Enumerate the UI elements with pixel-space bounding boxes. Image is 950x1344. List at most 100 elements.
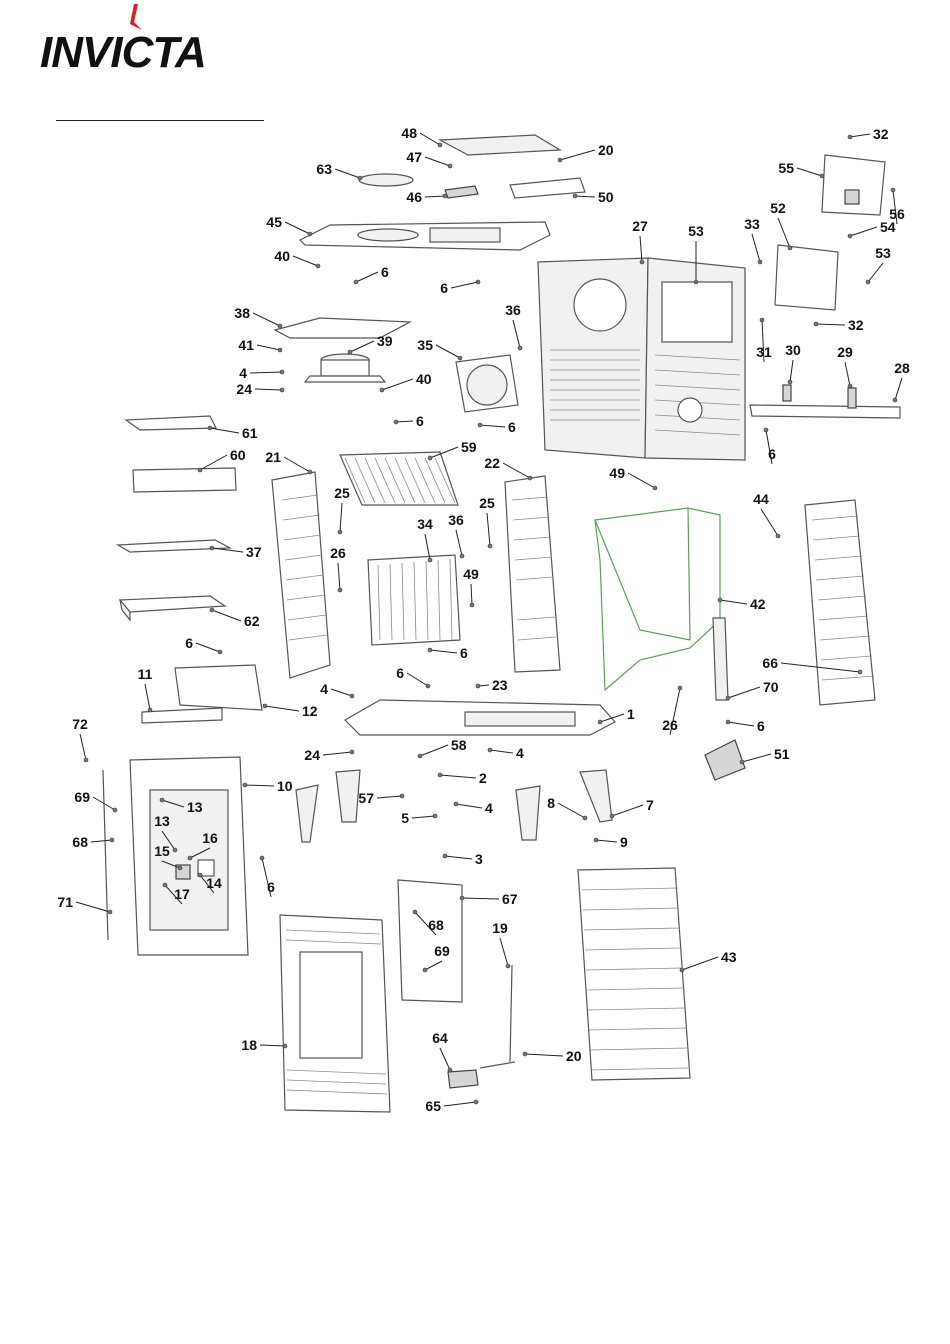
callout-leader-19 [500, 938, 508, 966]
callout-leader-25 [340, 503, 342, 532]
callout-leader-52 [778, 218, 790, 248]
callout-point-26 [678, 686, 682, 690]
callout-point-6 [476, 280, 480, 284]
callout-point-24 [350, 750, 354, 754]
part-42-hopper [595, 508, 720, 690]
callout-label-67: 67 [502, 891, 518, 907]
callout-leader-9 [596, 840, 617, 842]
callout-leader-4 [456, 804, 482, 808]
callout-leader-48 [420, 133, 440, 145]
callout-point-50 [573, 194, 577, 198]
callout-point-13 [173, 848, 177, 852]
callout-label-49: 49 [463, 566, 479, 582]
callout-label-11: 11 [138, 666, 153, 682]
callout-label-5: 5 [401, 810, 409, 826]
callout-label-6: 6 [768, 446, 776, 462]
callout-leader-11 [145, 684, 150, 710]
part-30-bracket [783, 385, 791, 401]
callout-label-52: 52 [770, 200, 786, 216]
callout-leader-20 [560, 150, 595, 160]
part-61-tray [126, 416, 216, 430]
callout-leader-18 [260, 1045, 285, 1046]
callout-point-12 [263, 704, 267, 708]
callout-label-47: 47 [406, 149, 422, 165]
callout-leader-49 [471, 584, 472, 605]
callout-label-6: 6 [460, 645, 468, 661]
callout-leader-6 [480, 425, 505, 427]
callout-point-6 [394, 420, 398, 424]
callout-point-36 [518, 346, 522, 350]
callout-point-6 [260, 856, 264, 860]
callout-leader-65 [444, 1102, 476, 1106]
callout-label-53: 53 [688, 223, 704, 239]
callout-point-55 [820, 174, 824, 178]
callout-leader-71 [76, 902, 110, 912]
callout-leader-40 [382, 379, 413, 390]
callout-point-35 [458, 356, 462, 360]
callout-leader-33 [752, 234, 760, 262]
callout-label-68: 68 [428, 917, 444, 933]
callout-label-65: 65 [425, 1098, 441, 1114]
callout-point-51 [740, 760, 744, 764]
callout-point-15 [178, 866, 182, 870]
callout-leader-72 [80, 734, 86, 760]
callout-point-14 [198, 873, 202, 877]
callout-point-69 [423, 968, 427, 972]
callout-point-70 [726, 696, 730, 700]
callout-point-59 [428, 456, 432, 460]
callout-label-10: 10 [277, 778, 293, 794]
callout-label-46: 46 [406, 189, 422, 205]
callout-label-42: 42 [750, 596, 766, 612]
callout-label-64: 64 [432, 1030, 448, 1046]
callout-label-69: 69 [434, 943, 450, 959]
callout-leader-54 [850, 227, 877, 236]
callout-point-30 [788, 380, 792, 384]
callout-point-4 [280, 370, 284, 374]
callout-leader-10 [245, 785, 274, 786]
callout-label-35: 35 [417, 337, 433, 353]
callout-point-10 [243, 783, 247, 787]
callout-point-6 [428, 648, 432, 652]
callout-leader-8 [558, 803, 585, 818]
callout-label-59: 59 [461, 439, 477, 455]
part-18-door-glass [300, 952, 362, 1058]
callout-leader-6 [407, 673, 428, 686]
callout-label-6: 6 [396, 665, 404, 681]
callout-leader-51 [742, 754, 771, 762]
callout-point-17 [163, 883, 167, 887]
part-51-motor [705, 740, 745, 780]
callout-point-5 [433, 814, 437, 818]
callout-label-43: 43 [721, 949, 737, 965]
callout-label-6: 6 [381, 264, 389, 280]
callout-label-13: 13 [187, 799, 203, 815]
callout-point-72 [84, 758, 88, 762]
callout-leader-36 [456, 530, 462, 556]
callout-point-68 [413, 910, 417, 914]
callout-label-30: 30 [785, 342, 801, 358]
callout-label-66: 66 [762, 655, 778, 671]
callout-label-28: 28 [894, 360, 910, 376]
callout-leader-4 [490, 750, 513, 753]
callout-label-13: 13 [154, 813, 170, 829]
callout-label-48: 48 [401, 125, 417, 141]
callout-label-51: 51 [774, 746, 790, 762]
callout-label-32: 32 [873, 126, 889, 142]
callout-point-54 [848, 234, 852, 238]
callout-point-57 [400, 794, 404, 798]
callout-label-62: 62 [244, 613, 260, 629]
callout-leader-47 [425, 157, 450, 166]
callout-point-40 [380, 388, 384, 392]
callout-point-6 [218, 650, 222, 654]
callout-point-6 [354, 280, 358, 284]
part-66-panel [805, 500, 875, 705]
callout-point-28 [893, 398, 897, 402]
callout-point-32 [848, 135, 852, 139]
callout-label-12: 12 [302, 703, 318, 719]
callout-label-40: 40 [416, 371, 432, 387]
callout-label-4: 4 [485, 800, 493, 816]
callout-point-38 [278, 324, 282, 328]
callout-label-24: 24 [304, 747, 320, 763]
callout-label-40: 40 [274, 248, 290, 264]
part-11-strip [142, 708, 222, 723]
part-62-ash-pan [120, 596, 225, 612]
